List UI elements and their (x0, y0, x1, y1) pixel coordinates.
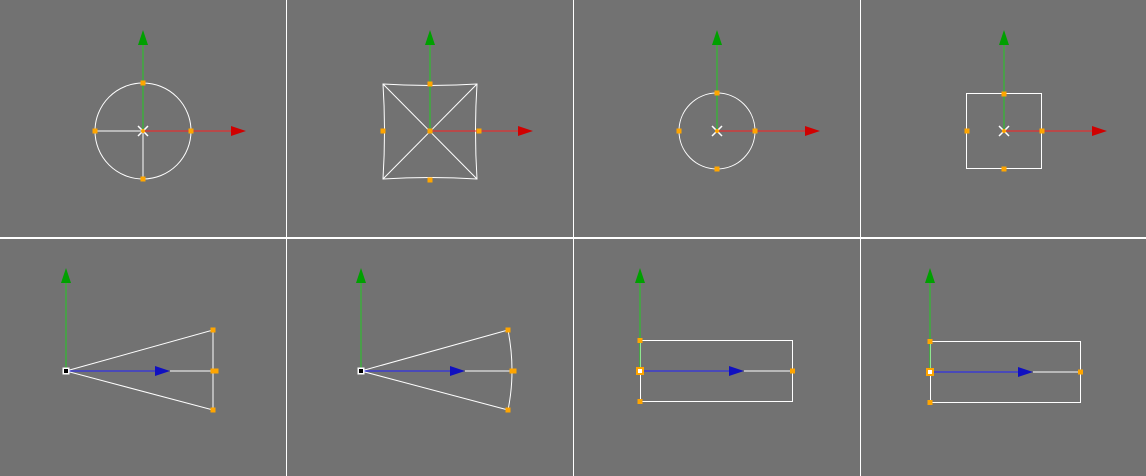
panel-6[interactable] (287, 239, 573, 476)
handle-end[interactable] (790, 368, 795, 374)
panel-5-canvas (61, 268, 219, 413)
handle-right[interactable] (752, 128, 758, 134)
panel-2[interactable] (287, 0, 573, 237)
handle-top[interactable] (427, 81, 433, 87)
panel-6-canvas (356, 268, 517, 413)
pivot-icon[interactable] (711, 125, 723, 137)
handle-bottom[interactable] (427, 177, 433, 183)
y-axis-arrowhead[interactable] (61, 268, 71, 283)
pivot-icon[interactable] (427, 128, 433, 134)
handle-top[interactable] (714, 90, 720, 96)
x-axis-arrowhead[interactable] (1092, 126, 1107, 136)
panel-1-canvas (92, 30, 246, 182)
handle-bottom[interactable] (140, 176, 146, 182)
handle-bottom[interactable] (927, 400, 933, 405)
handle-bottom[interactable] (1001, 166, 1007, 172)
handle-right[interactable] (188, 128, 194, 134)
handle-left[interactable] (380, 128, 386, 134)
x-axis-arrowhead[interactable] (231, 126, 246, 136)
y-axis-arrowhead[interactable] (138, 30, 148, 45)
handle-right[interactable] (1039, 128, 1045, 134)
handle-top[interactable] (1001, 91, 1007, 97)
panel-5[interactable] (0, 239, 286, 476)
pivot-icon[interactable] (357, 367, 365, 375)
panel-4[interactable] (861, 0, 1146, 237)
handle-top[interactable] (927, 339, 933, 344)
handle-end[interactable] (210, 368, 219, 374)
handle-bottom[interactable] (637, 399, 643, 404)
handle-left[interactable] (92, 128, 98, 134)
handle-top[interactable] (505, 327, 511, 333)
handle-bottom[interactable] (505, 407, 511, 413)
y-axis-arrowhead[interactable] (999, 30, 1009, 45)
panel-7[interactable] (574, 239, 860, 476)
z-axis-arrowhead[interactable] (155, 366, 170, 376)
y-axis-arrowhead[interactable] (356, 268, 366, 283)
panel-1[interactable] (0, 0, 286, 237)
handle-end[interactable] (1078, 369, 1083, 375)
handle-top[interactable] (140, 80, 146, 86)
z-axis-arrowhead[interactable] (729, 366, 744, 376)
pivot-icon[interactable] (998, 125, 1010, 137)
pivot-icon[interactable] (62, 367, 70, 375)
z-axis-arrowhead[interactable] (1018, 367, 1033, 377)
panel-7-canvas (635, 268, 795, 404)
y-axis-arrowhead[interactable] (712, 30, 722, 45)
handle-left[interactable] (964, 128, 970, 134)
handle-end[interactable] (509, 368, 517, 374)
x-axis-arrowhead[interactable] (805, 126, 820, 136)
y-axis-arrowhead[interactable] (635, 268, 645, 283)
y-axis-arrowhead[interactable] (925, 268, 935, 283)
panel-3[interactable] (574, 0, 860, 237)
panel-3-canvas (676, 30, 820, 172)
panel-2-canvas (380, 30, 533, 183)
panel-8-canvas (925, 268, 1083, 405)
cone-sector-outline (359, 329, 513, 411)
panel-8[interactable] (861, 239, 1146, 476)
pivot-icon[interactable] (926, 368, 934, 376)
pivot-icon[interactable] (137, 125, 149, 137)
z-axis-arrowhead[interactable] (450, 366, 465, 376)
cone-triangle-outline (64, 329, 214, 411)
handle-top[interactable] (637, 338, 643, 343)
pivot-icon[interactable] (636, 367, 644, 375)
panel-4-canvas (964, 30, 1107, 172)
y-axis-arrowhead[interactable] (425, 30, 435, 45)
x-axis-arrowhead[interactable] (518, 126, 533, 136)
handle-bottom[interactable] (210, 407, 216, 413)
handle-left[interactable] (676, 128, 682, 134)
handle-right[interactable] (476, 128, 482, 134)
handle-bottom[interactable] (714, 166, 720, 172)
handle-top[interactable] (210, 327, 216, 333)
